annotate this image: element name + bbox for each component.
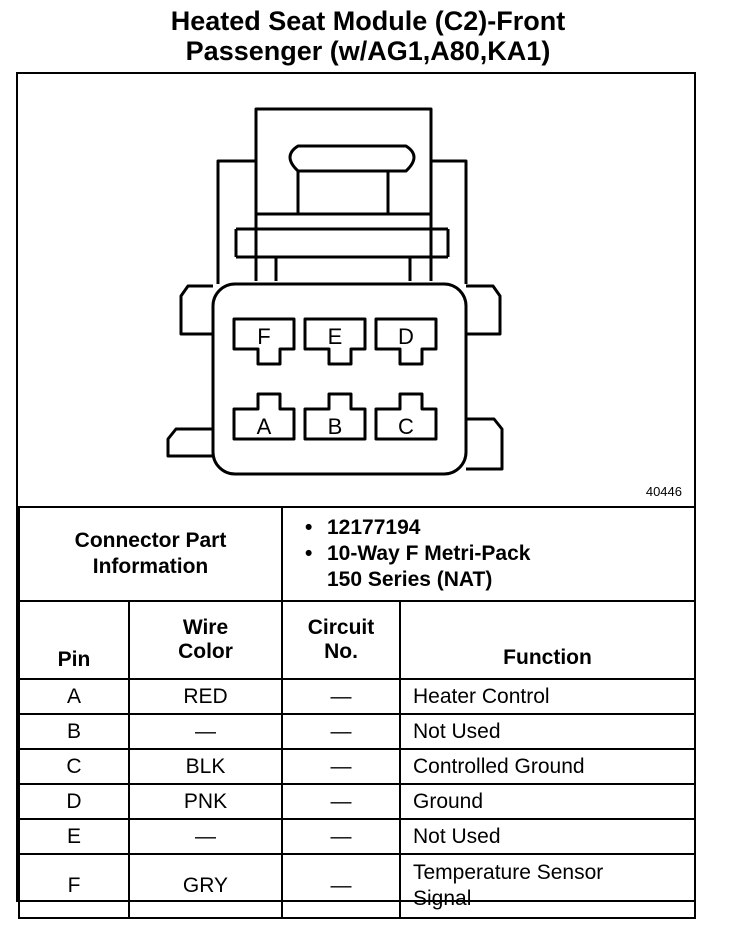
figure-number: 40446 xyxy=(645,484,682,499)
connector-description: • 10-Way F Metri-Pack xyxy=(305,541,694,567)
cell-wire: PNK xyxy=(128,783,283,820)
cell-circuit: — xyxy=(281,678,401,715)
connector-body xyxy=(211,282,468,476)
connector-info-values: • 12177194 • 10-Way F Metri-Pack 150 Serie… xyxy=(281,506,696,602)
cell-pin: E xyxy=(18,818,130,855)
connector-info-label: Connector Part Information xyxy=(18,506,283,602)
latch-housing xyxy=(254,107,433,281)
cell-wire: BLK xyxy=(128,748,283,785)
cell-pin: B xyxy=(18,713,130,750)
part-number-text: 12177194 xyxy=(327,516,421,539)
info-label-line-2: Information xyxy=(92,555,209,578)
left-tab-top xyxy=(179,284,213,336)
bullet: • xyxy=(305,542,313,565)
header-circuit-line-2: No. xyxy=(324,640,358,663)
header-function: Function xyxy=(399,600,696,680)
title-line-1: Heated Seat Module (C2)-Front xyxy=(170,6,566,36)
function-line-2: Signal xyxy=(413,887,472,910)
cell-circuit: — xyxy=(281,818,401,855)
header-pin-text: Pin xyxy=(57,648,91,671)
cell-wire: — xyxy=(128,818,283,855)
cell-function: Ground xyxy=(399,783,696,820)
table-row: D PNK — Ground xyxy=(18,783,696,820)
cell-pin: C xyxy=(18,748,130,785)
pin-label-e: E xyxy=(328,324,343,349)
table-row: C BLK — Controlled Ground xyxy=(18,748,696,785)
connector-diagram: F E D A B C xyxy=(166,107,504,476)
pin-label-a: A xyxy=(257,414,272,439)
right-tab-top xyxy=(466,284,502,336)
connector-frame: F E D A B C 40446 Connector Part Informa… xyxy=(16,72,696,919)
cell-pin: F xyxy=(18,853,130,919)
latch-stem xyxy=(274,257,412,281)
header-wire-line-2: Color xyxy=(178,640,233,663)
cell-wire: RED xyxy=(128,678,283,715)
latch-neck xyxy=(236,227,448,259)
left-tab-bottom xyxy=(166,427,213,458)
right-tab-bottom xyxy=(466,417,504,471)
desc-line-1: 10-Way F Metri-Pack xyxy=(327,542,531,565)
connector-info-row: Connector Part Information • 12177194 • 10… xyxy=(18,506,696,602)
cell-function: Heater Control xyxy=(399,678,696,715)
cell-wire: GRY xyxy=(128,853,283,919)
title-line-2: Passenger (w/AG1,A80,KA1) xyxy=(185,36,551,66)
latch-bar xyxy=(296,171,390,216)
cell-function: Controlled Ground xyxy=(399,748,696,785)
right-rail xyxy=(431,159,468,284)
left-rail xyxy=(216,159,256,284)
header-function-text: Function xyxy=(503,646,592,669)
cavity-e xyxy=(303,317,367,366)
header-wire-line-1: Wire xyxy=(182,616,229,639)
pin-label-b: B xyxy=(328,414,343,439)
pinout-table: Connector Part Information • 12177194 • 10… xyxy=(18,506,696,919)
cavity-a xyxy=(232,392,296,441)
cell-function: Not Used xyxy=(399,713,696,750)
function-line-1: Temperature Sensor xyxy=(413,861,604,884)
pin-label-f: F xyxy=(257,324,270,349)
cell-wire: — xyxy=(128,713,283,750)
cell-function: Not Used xyxy=(399,818,696,855)
cell-pin: D xyxy=(18,783,130,820)
table-row: B — — Not Used xyxy=(18,713,696,750)
cell-pin: A xyxy=(18,678,130,715)
cavity-d xyxy=(374,317,438,366)
page-title: Heated Seat Module (C2)-Front Passenger … xyxy=(0,6,736,66)
cell-circuit: — xyxy=(281,713,401,750)
header-pin: Pin xyxy=(18,600,130,680)
cell-circuit: — xyxy=(281,748,401,785)
table-row: E — — Not Used xyxy=(18,818,696,855)
info-label-line-1: Connector Part xyxy=(74,529,227,552)
cell-circuit: — xyxy=(281,783,401,820)
table-row: A RED — Heater Control xyxy=(18,678,696,715)
cell-circuit: — xyxy=(281,853,401,919)
desc-line-2: 150 Series (NAT) xyxy=(327,568,493,591)
bullet: • xyxy=(305,516,313,539)
header-circuit-line-1: Circuit xyxy=(307,616,375,639)
latch-slot xyxy=(288,144,416,173)
cavity-f xyxy=(232,317,296,366)
cavity-c xyxy=(374,392,438,441)
part-number: • 12177194 xyxy=(305,515,694,541)
pin-label-c: C xyxy=(398,414,414,439)
cavity-b xyxy=(303,392,367,441)
pin-label-d: D xyxy=(398,324,414,349)
